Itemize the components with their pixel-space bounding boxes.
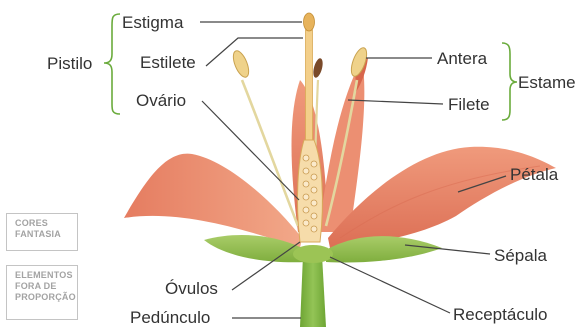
note-line: FORA DE [15,281,77,292]
label-sepal: Sépala [494,246,547,265]
ovule [311,226,317,232]
ovule [311,174,317,180]
ovule [311,213,317,219]
ovule [311,187,317,193]
style-shape [306,30,313,142]
label-anther: Antera [437,49,488,68]
note-line: PROPORÇÃO [15,292,77,303]
anther-middle [312,57,325,78]
label-style: Estilete [140,53,196,72]
label-stamen: Estame [518,73,576,92]
label-stigma: Estigma [122,13,184,32]
ovule [303,220,309,226]
label-ovary: Ovário [136,91,186,110]
peduncle-shape [300,255,326,327]
out-of-proportion-note: ELEMENTOS FORA DE PROPORÇÃO [6,265,78,320]
anther-left [230,49,252,79]
label-receptacle: Receptáculo [453,305,548,324]
ovule [303,207,309,213]
note-line: FANTASIA [15,229,77,240]
note-line: CORES [15,218,77,229]
ovule [303,155,309,161]
petal-right-shape [328,147,556,248]
ovule [303,181,309,187]
receptacle-leader [330,257,450,313]
ovule [303,168,309,174]
ovule [311,161,317,167]
style-leader [206,38,303,66]
receptacle-shape [293,245,333,263]
label-filament: Filete [448,95,490,114]
note-line: ELEMENTOS [15,270,77,281]
ovary-shape [297,140,322,242]
ovule [311,200,317,206]
label-ovules: Óvulos [165,279,218,298]
stigma-shape [304,13,315,31]
stamen-brace [502,43,517,120]
ovule [303,194,309,200]
label-petal: Pétala [510,165,559,184]
label-pistil: Pistilo [47,54,92,73]
label-peduncle: Pedúnculo [130,308,210,327]
fantasy-colors-note: CORES FANTASIA [6,213,78,251]
pistil-brace [104,14,120,114]
